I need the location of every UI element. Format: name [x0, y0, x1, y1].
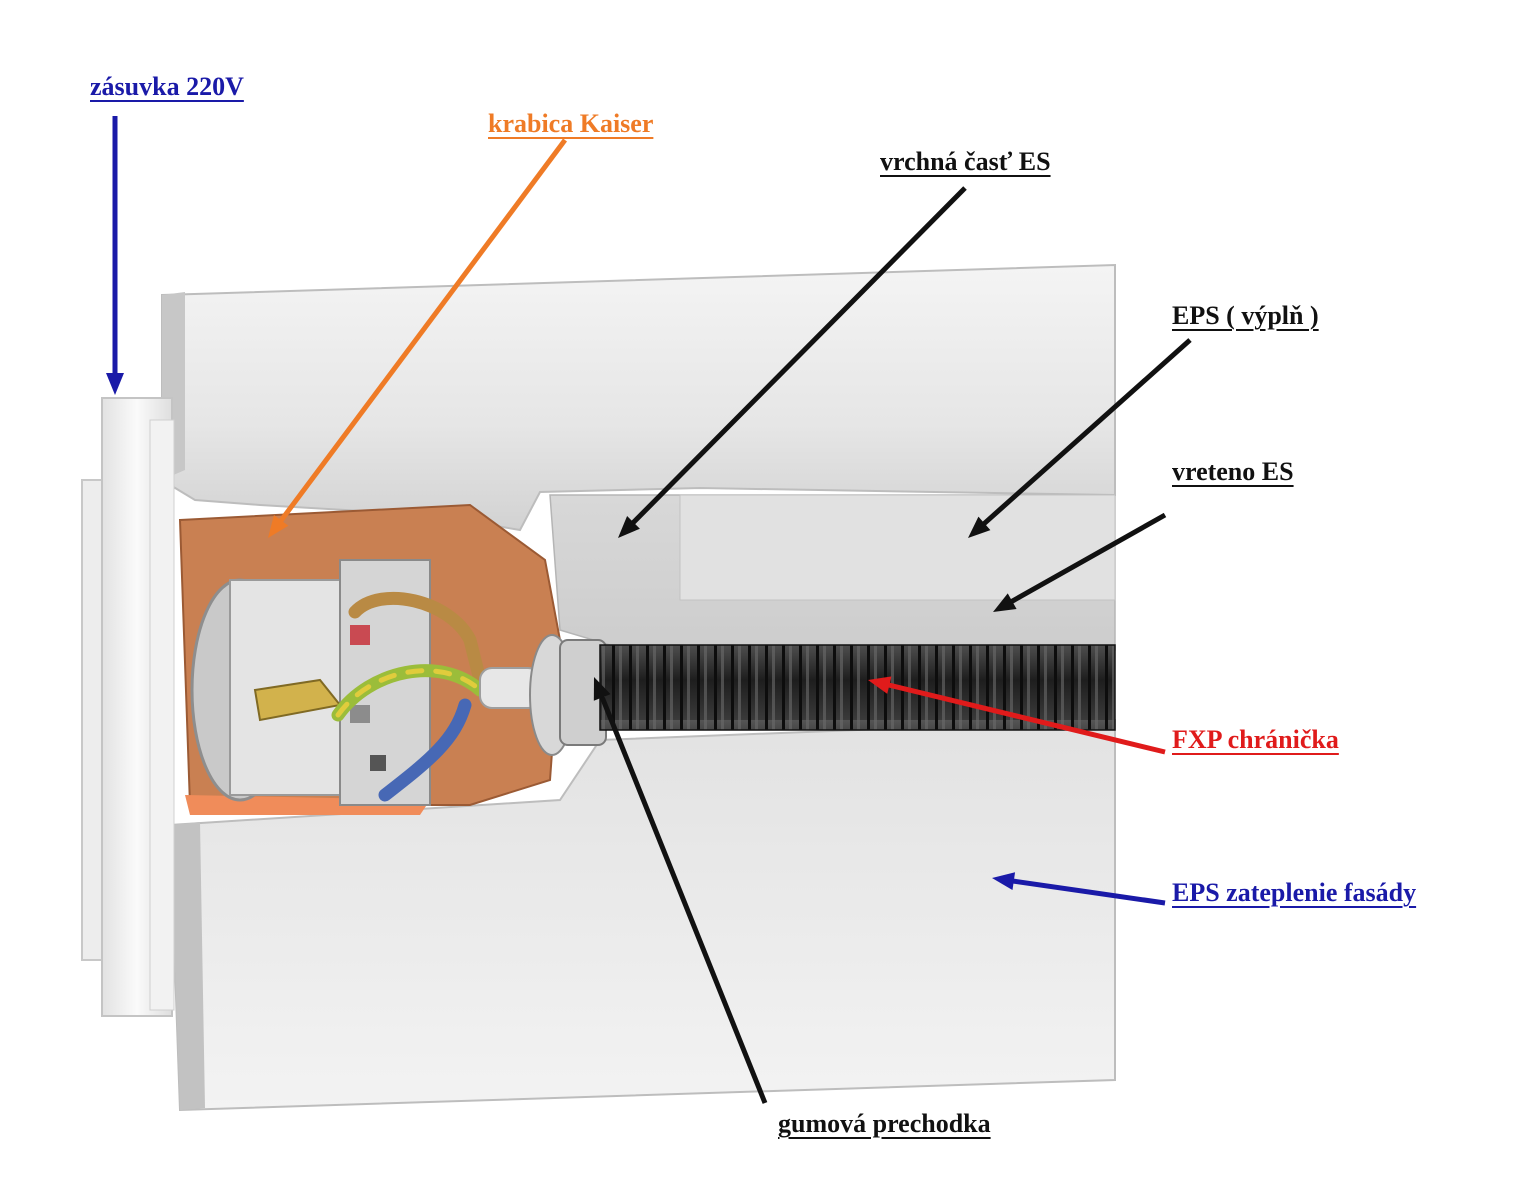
arrow-eps-fasada [1011, 878, 1166, 906]
arrow-zasuvka-head [106, 373, 124, 395]
terminal-screw-2 [350, 705, 370, 723]
eps-upper-block [161, 263, 1116, 532]
wire-green-yellow-stripe [335, 668, 483, 718]
arrow-krabica-head [268, 514, 289, 538]
label-vrchna-cast-es: vrchná časť ES [880, 147, 1051, 176]
arrow-gumova-head [593, 677, 611, 701]
fxp-conduit [599, 644, 1116, 731]
label-vreteno-es: vreteno ES [1172, 457, 1294, 486]
label-krabica-kaiser: krabica Kaiser [488, 109, 654, 138]
arrows [106, 116, 1192, 1104]
arrow-vreteno [1009, 512, 1167, 605]
arrow-vrchna-head [618, 516, 640, 538]
arrow-fxp-head [868, 676, 892, 694]
arrow-fxp [886, 682, 1166, 755]
wire-blue [378, 698, 472, 802]
arrow-eps-vypln-head [968, 516, 991, 538]
socket-frame-inner [149, 419, 175, 1011]
arrow-krabica [277, 138, 568, 524]
wire-brown [348, 592, 487, 687]
label-zasuvka-220v: zásuvka 220V [90, 72, 244, 101]
label-eps-vypln: EPS ( výplň ) [1172, 301, 1319, 330]
label-eps-zateplenie-fasady: EPS zateplenie fasády [1172, 878, 1417, 907]
eps-fill-inner [679, 494, 1116, 601]
arrow-gumova [599, 694, 768, 1104]
label-gumova-prechodka: gumová prechodka [778, 1109, 991, 1138]
arrow-vreteno-head [993, 593, 1017, 612]
arrow-eps-vypln [981, 338, 1192, 527]
eps-lower-edge [170, 822, 205, 1110]
arrow-vrchna [630, 186, 967, 526]
terminal-screw-1 [350, 625, 370, 645]
arrow-eps-fasada-head [992, 872, 1016, 891]
label-fxp-chranicka: FXP chránička [1172, 725, 1339, 754]
terminal-screw-3 [370, 755, 386, 771]
